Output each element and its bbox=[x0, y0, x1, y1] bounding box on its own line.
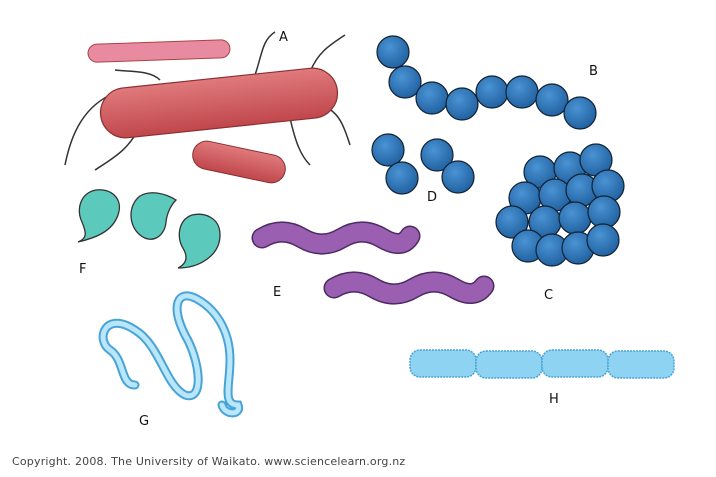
coccus bbox=[587, 195, 621, 229]
coccus bbox=[371, 133, 405, 167]
coccus bbox=[475, 75, 509, 109]
small-rod bbox=[192, 140, 286, 184]
coccus bbox=[495, 205, 529, 239]
small-rod bbox=[87, 39, 231, 63]
label-f: F bbox=[79, 262, 87, 277]
streptobacilli-chain bbox=[409, 349, 675, 379]
label-g: G bbox=[139, 414, 150, 429]
coccus bbox=[376, 35, 410, 69]
spirochete bbox=[98, 291, 244, 418]
coccus bbox=[445, 87, 479, 121]
coccus bbox=[441, 160, 475, 194]
label-h: H bbox=[549, 392, 559, 407]
label-e: E bbox=[273, 285, 282, 300]
label-a: A bbox=[279, 30, 288, 45]
coccus bbox=[505, 75, 539, 109]
vibrio-group-f bbox=[77, 189, 221, 269]
spirilla-group-e bbox=[251, 221, 495, 305]
coccus bbox=[415, 81, 449, 115]
coccus bbox=[535, 83, 569, 117]
coccus bbox=[563, 96, 597, 130]
label-c: C bbox=[544, 288, 554, 303]
label-d: D bbox=[427, 190, 438, 205]
label-b: B bbox=[589, 64, 598, 79]
coccus bbox=[385, 161, 419, 195]
coccus bbox=[388, 65, 422, 99]
cocci-group bbox=[371, 35, 625, 267]
copyright-notice: Copyright. 2008. The University of Waika… bbox=[12, 455, 406, 468]
coccus bbox=[420, 138, 454, 172]
large-rod bbox=[99, 67, 339, 139]
coccus bbox=[586, 223, 620, 257]
coccus bbox=[558, 201, 592, 235]
